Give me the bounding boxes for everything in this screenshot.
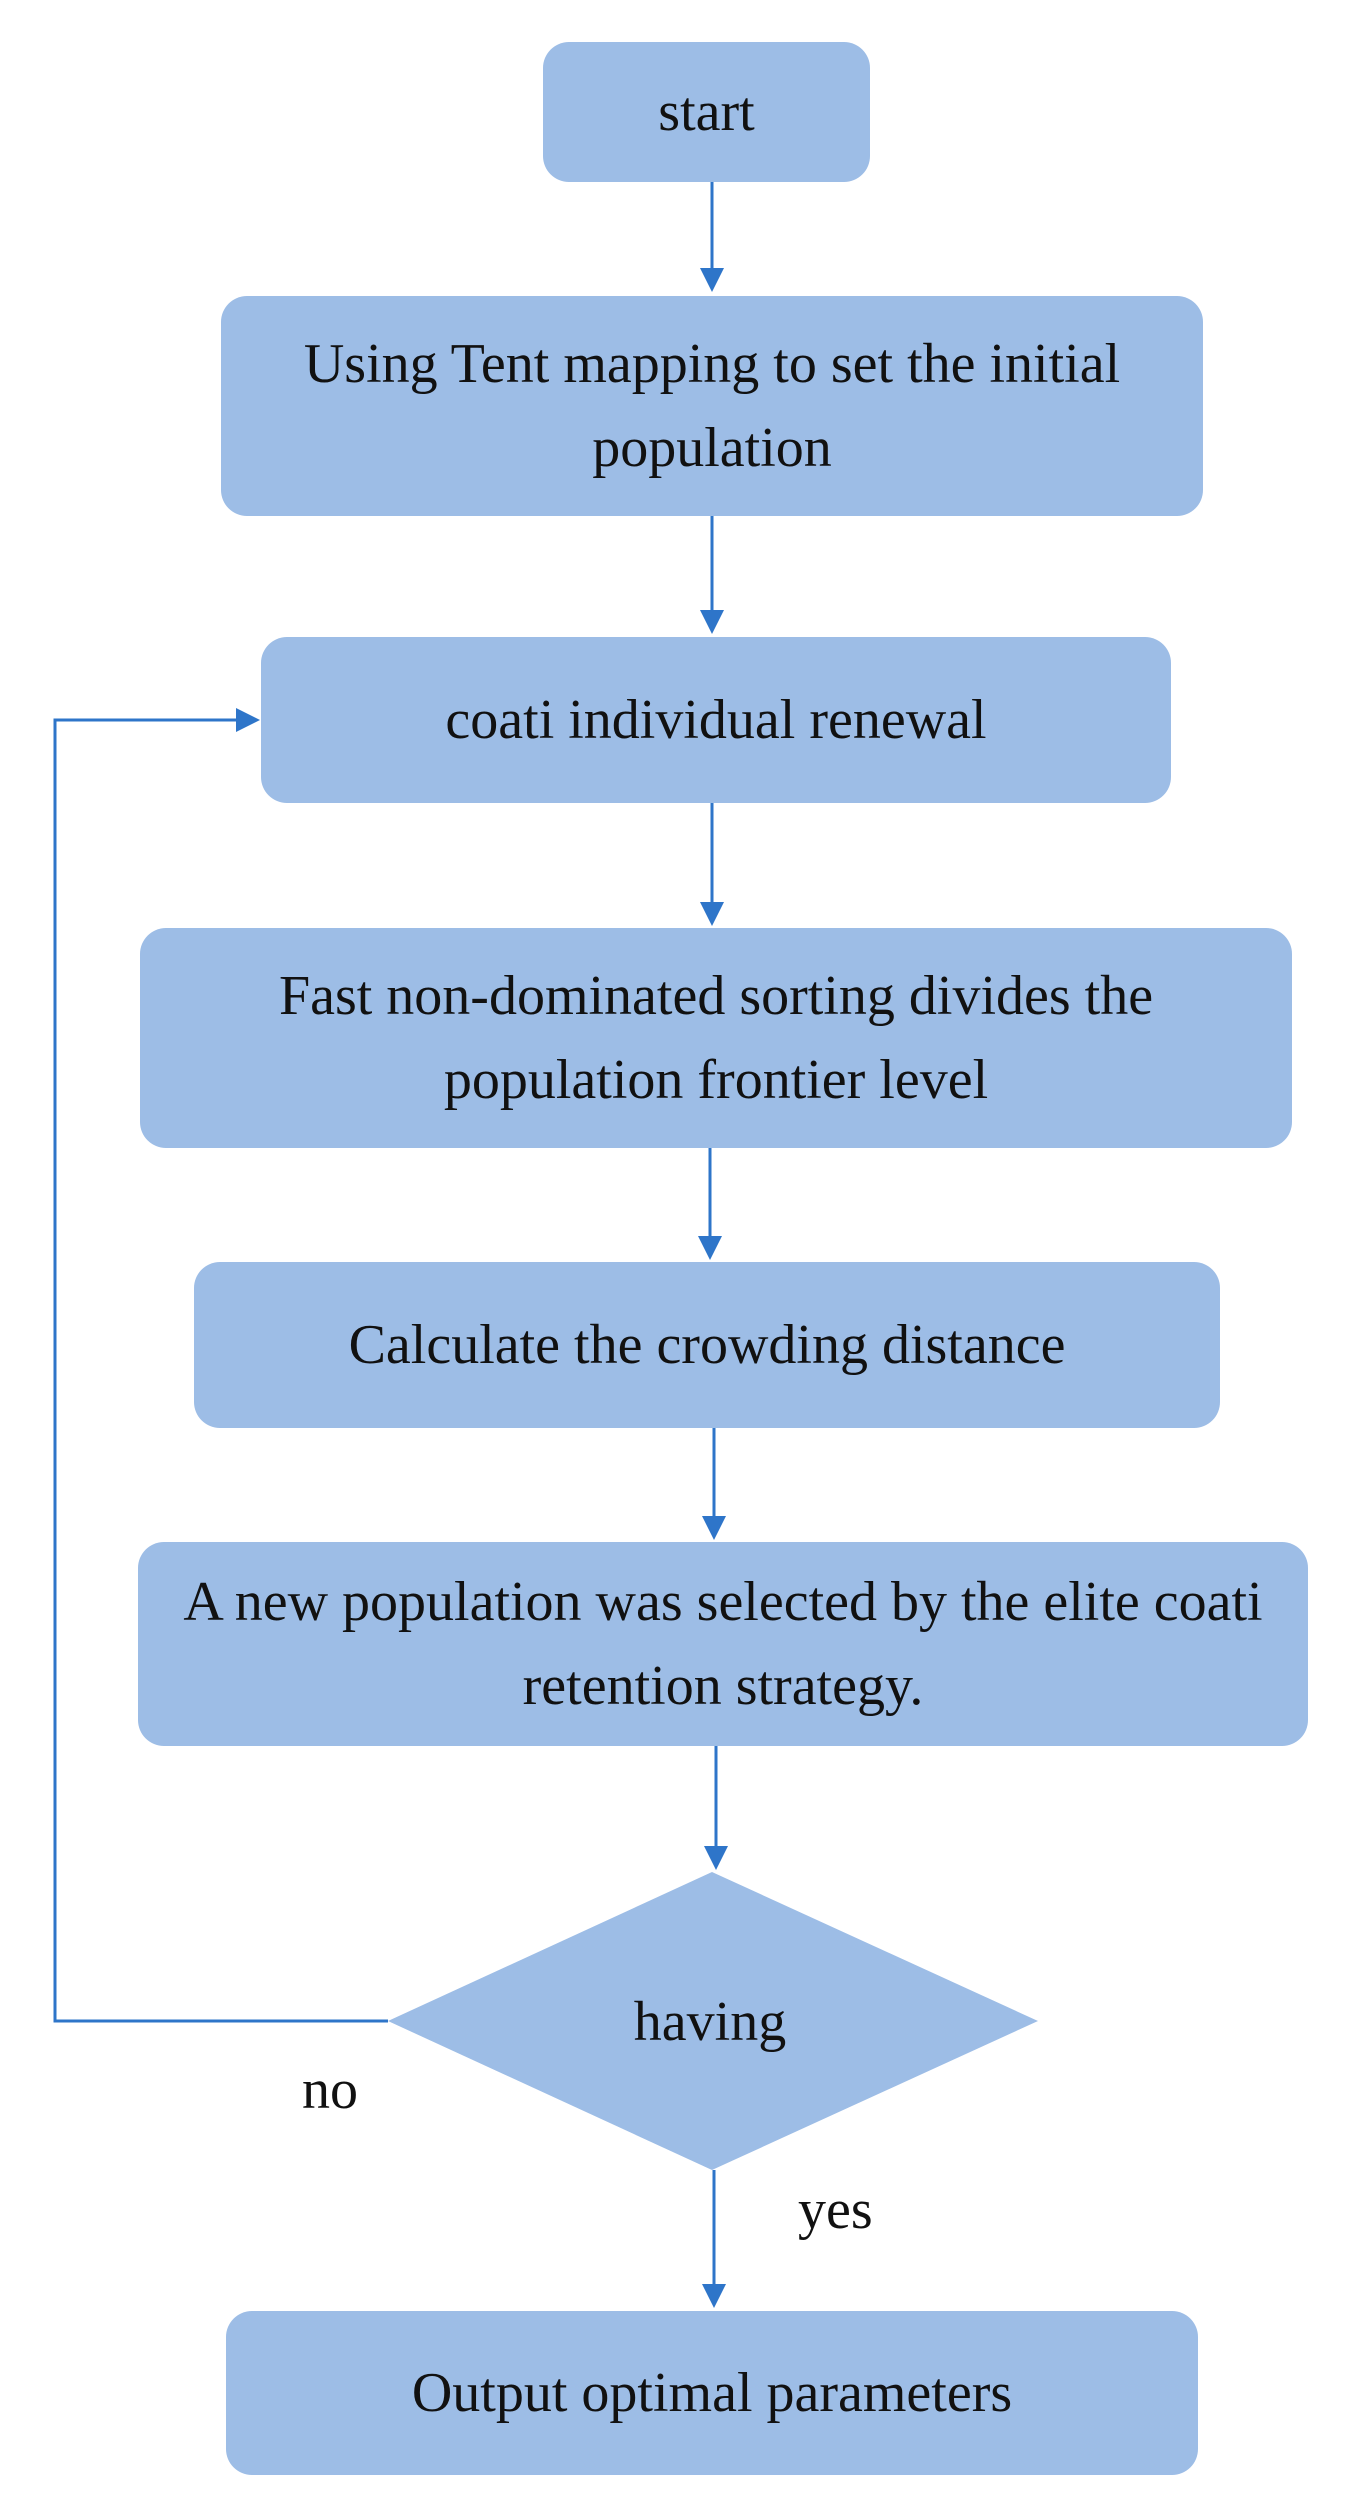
decision-label: having xyxy=(633,1991,787,2053)
elite-selection-node: A new population was selected by the eli… xyxy=(138,1542,1308,1746)
sorting-label: Fast non-dominated sorting divides the p… xyxy=(278,965,1154,1111)
arrow-no-loop xyxy=(53,718,388,2023)
elite-selection-label: A new population was selected by the eli… xyxy=(183,1571,1263,1717)
start-label: start xyxy=(658,81,755,143)
decision-diamond xyxy=(388,1872,1038,2170)
crowding-label: Calculate the crowding distance xyxy=(348,1314,1066,1376)
init-population-label: Using Tent mapping to set the initial po… xyxy=(303,333,1121,479)
sorting-node: Fast non-dominated sorting divides the p… xyxy=(140,928,1292,1148)
init-population-node: Using Tent mapping to set the initial po… xyxy=(221,296,1203,516)
renewal-node: coati individual renewal xyxy=(261,637,1171,803)
start-node: start xyxy=(543,42,870,182)
output-node: Output optimal parameters xyxy=(226,2311,1198,2475)
crowding-node: Calculate the crowding distance xyxy=(194,1262,1220,1428)
yes-label: yes xyxy=(798,2179,873,2241)
renewal-label: coati individual renewal xyxy=(445,689,987,751)
no-label: no xyxy=(302,2059,358,2121)
output-label: Output optimal parameters xyxy=(411,2362,1013,2424)
